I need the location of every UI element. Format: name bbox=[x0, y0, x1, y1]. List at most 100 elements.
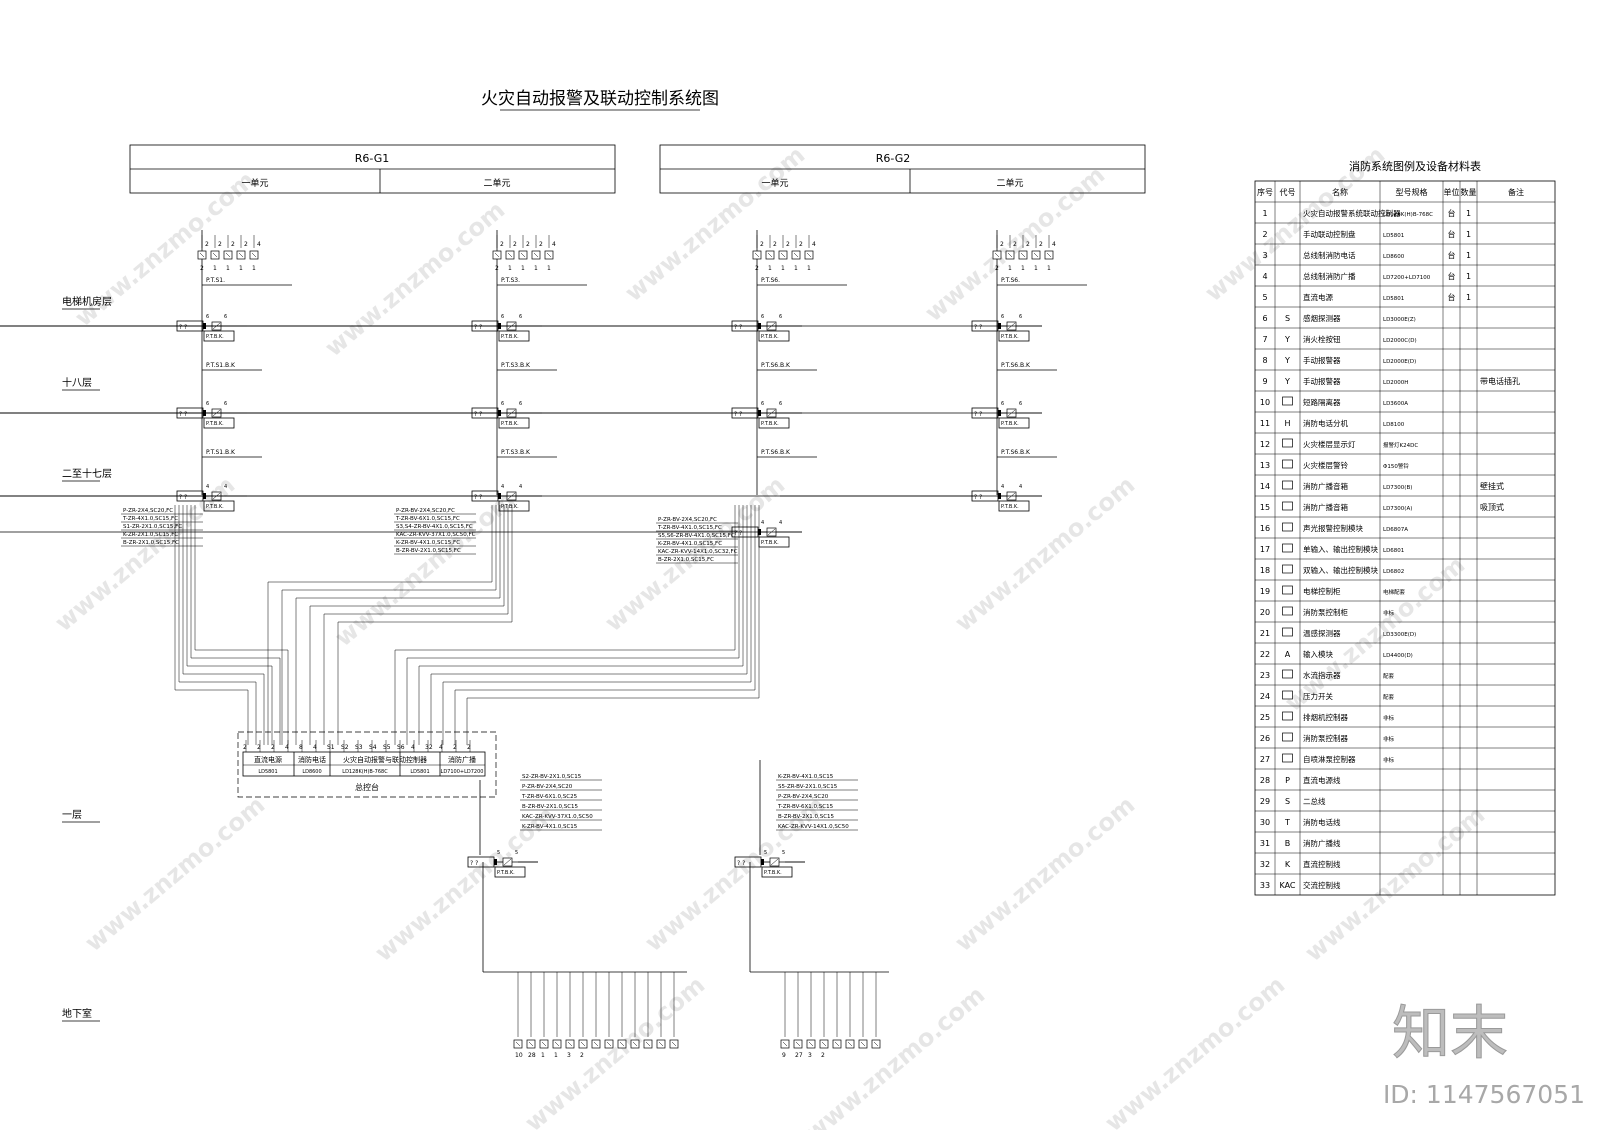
svg-text:3: 3 bbox=[1262, 251, 1267, 260]
svg-text:KAC: KAC bbox=[1279, 881, 1295, 890]
tbk-label: P.T.B.K. bbox=[764, 870, 782, 876]
svg-text:B: B bbox=[1285, 839, 1291, 848]
block-name: R6-G1 bbox=[355, 152, 390, 165]
svg-text:LD6801: LD6801 bbox=[1383, 548, 1404, 554]
console-terminal: 4 bbox=[313, 744, 317, 751]
svg-text:P.T.S3.B.K: P.T.S3.B.K bbox=[501, 449, 531, 456]
cable-label: S5-ZR-BV-2X1.0,SC15 bbox=[778, 784, 838, 790]
svg-text:4: 4 bbox=[1001, 484, 1004, 490]
svg-text:21: 21 bbox=[1260, 629, 1270, 638]
legend-header: 备注 bbox=[1508, 187, 1524, 197]
svg-text:3: 3 bbox=[567, 1052, 571, 1059]
svg-text:1: 1 bbox=[781, 265, 785, 272]
floor-labels: 电梯机房层 十八层 二至十七层 一层 地下室 bbox=[62, 295, 112, 1022]
svg-text:LD2000E(D): LD2000E(D) bbox=[1383, 359, 1416, 365]
svg-text:27: 27 bbox=[1260, 755, 1270, 764]
cable-label: KAC-ZR-KVV-37X1.0,SC50 bbox=[522, 814, 593, 820]
svg-text:26: 26 bbox=[1260, 734, 1270, 743]
svg-text:电梯配套: 电梯配套 bbox=[1383, 588, 1406, 596]
svg-text:2: 2 bbox=[760, 241, 764, 248]
svg-text:6: 6 bbox=[224, 401, 227, 407]
floor-label: 二至十七层 bbox=[62, 467, 112, 480]
svg-text:28: 28 bbox=[1260, 776, 1270, 785]
svg-text:LD8100: LD8100 bbox=[1383, 422, 1405, 428]
svg-text:P.T.S1.B.K: P.T.S1.B.K bbox=[206, 362, 236, 369]
console-cell-name: 消防广播 bbox=[448, 755, 476, 764]
svg-text:LD7200+LD7100: LD7200+LD7100 bbox=[1383, 275, 1431, 281]
svg-text:5: 5 bbox=[515, 850, 518, 856]
console-terminal: S3 bbox=[355, 744, 363, 751]
svg-text:5: 5 bbox=[1262, 293, 1267, 302]
svg-text:1: 1 bbox=[1466, 230, 1471, 239]
svg-text:5: 5 bbox=[782, 850, 785, 856]
legend-symbol-icon bbox=[1282, 606, 1293, 616]
svg-text:9: 9 bbox=[1262, 377, 1267, 386]
svg-text:S: S bbox=[1285, 797, 1290, 806]
cable-label: K-ZR-BV-4X1.0,SC15,FC bbox=[396, 540, 460, 546]
svg-text:水流指示器: 水流指示器 bbox=[1303, 670, 1341, 680]
console-cell-model: LD5801 bbox=[410, 769, 429, 775]
svg-text:1: 1 bbox=[1034, 265, 1038, 272]
cable-label: S5,S6-ZR-BV-4X1.0,SC15,FC bbox=[658, 533, 735, 539]
svg-text:4: 4 bbox=[257, 241, 261, 248]
console-terminal: 4 bbox=[285, 744, 289, 751]
svg-text:P.T.S6.B.K: P.T.S6.B.K bbox=[761, 449, 791, 456]
svg-text:直流电源线: 直流电源线 bbox=[1303, 775, 1341, 785]
svg-text:火灾楼层显示灯: 火灾楼层显示灯 bbox=[1303, 439, 1356, 449]
svg-text:2: 2 bbox=[821, 1052, 825, 1059]
svg-text:1: 1 bbox=[1466, 209, 1471, 218]
svg-text:2: 2 bbox=[513, 241, 517, 248]
console-terminal: S4 bbox=[369, 744, 377, 751]
console-terminal: 2 bbox=[243, 744, 247, 751]
console-terminal: 2 bbox=[467, 744, 471, 751]
console-cell-name: 直流电源 bbox=[254, 755, 282, 764]
legend-symbol-icon bbox=[1282, 711, 1293, 721]
svg-text:LD7300(A): LD7300(A) bbox=[1383, 506, 1412, 512]
svg-text:排烟机控制器: 排烟机控制器 bbox=[1303, 712, 1348, 722]
svg-text:2: 2 bbox=[773, 241, 777, 248]
svg-text:消防电话分机: 消防电话分机 bbox=[1303, 418, 1348, 428]
svg-text:4: 4 bbox=[224, 484, 227, 490]
svg-text:非标: 非标 bbox=[1383, 609, 1395, 617]
cable-label: P-ZR-BV-2X4,SC20 bbox=[778, 794, 829, 800]
svg-text:? ?: ? ? bbox=[474, 411, 482, 418]
cable-label: B-ZR-BV-2X1.0,SC15,FC bbox=[396, 548, 461, 554]
cable-label: B-ZR-BV-2X1.0,SC15 bbox=[778, 814, 835, 820]
svg-text:直流电源: 直流电源 bbox=[1303, 292, 1333, 302]
svg-text:2: 2 bbox=[1000, 241, 1004, 248]
watermark-text: www.znzmo.com bbox=[319, 196, 510, 362]
svg-text:31: 31 bbox=[1260, 839, 1270, 848]
svg-text:6: 6 bbox=[501, 401, 504, 407]
console-cell-model: LD128K(H)B-768C bbox=[342, 769, 388, 775]
panel-label: P.T.S6. bbox=[761, 277, 780, 284]
svg-text:2: 2 bbox=[1026, 241, 1030, 248]
svg-text:? ?: ? ? bbox=[737, 860, 745, 867]
legend-symbol-icon bbox=[1282, 522, 1293, 532]
cable-label: K-ZR-2X1.0,SC15,FC bbox=[123, 532, 178, 538]
svg-text:台: 台 bbox=[1448, 208, 1456, 218]
svg-text:台: 台 bbox=[1448, 229, 1456, 239]
cable-label: K-ZR-BV-4X1.0,SC15,FC bbox=[658, 541, 722, 547]
cable-label: B-ZR-2X1.0,SC15,FC bbox=[123, 540, 179, 546]
svg-text:LD5801: LD5801 bbox=[1383, 233, 1404, 239]
watermark-text: www.znzmo.com bbox=[519, 971, 710, 1130]
svg-text:1: 1 bbox=[1262, 209, 1267, 218]
svg-text:5: 5 bbox=[764, 850, 767, 856]
block-header-g1: R6-G1 一单元 二单元 bbox=[129, 144, 616, 194]
riser-cables-g1u2: P-ZR-BV-2X4,SC20,FCT-ZR-BV-6X1.0,SC15,FC… bbox=[394, 508, 476, 555]
svg-text:输入模块: 输入模块 bbox=[1303, 649, 1333, 659]
svg-text:P.T.S6.B.K: P.T.S6.B.K bbox=[1001, 449, 1031, 456]
svg-text:6: 6 bbox=[1019, 314, 1022, 320]
console-terminal: 2 bbox=[453, 744, 457, 751]
svg-text:火灾自动报警系统联动控制器: 火灾自动报警系统联动控制器 bbox=[1303, 208, 1401, 218]
legend-symbol-icon bbox=[1282, 501, 1293, 511]
